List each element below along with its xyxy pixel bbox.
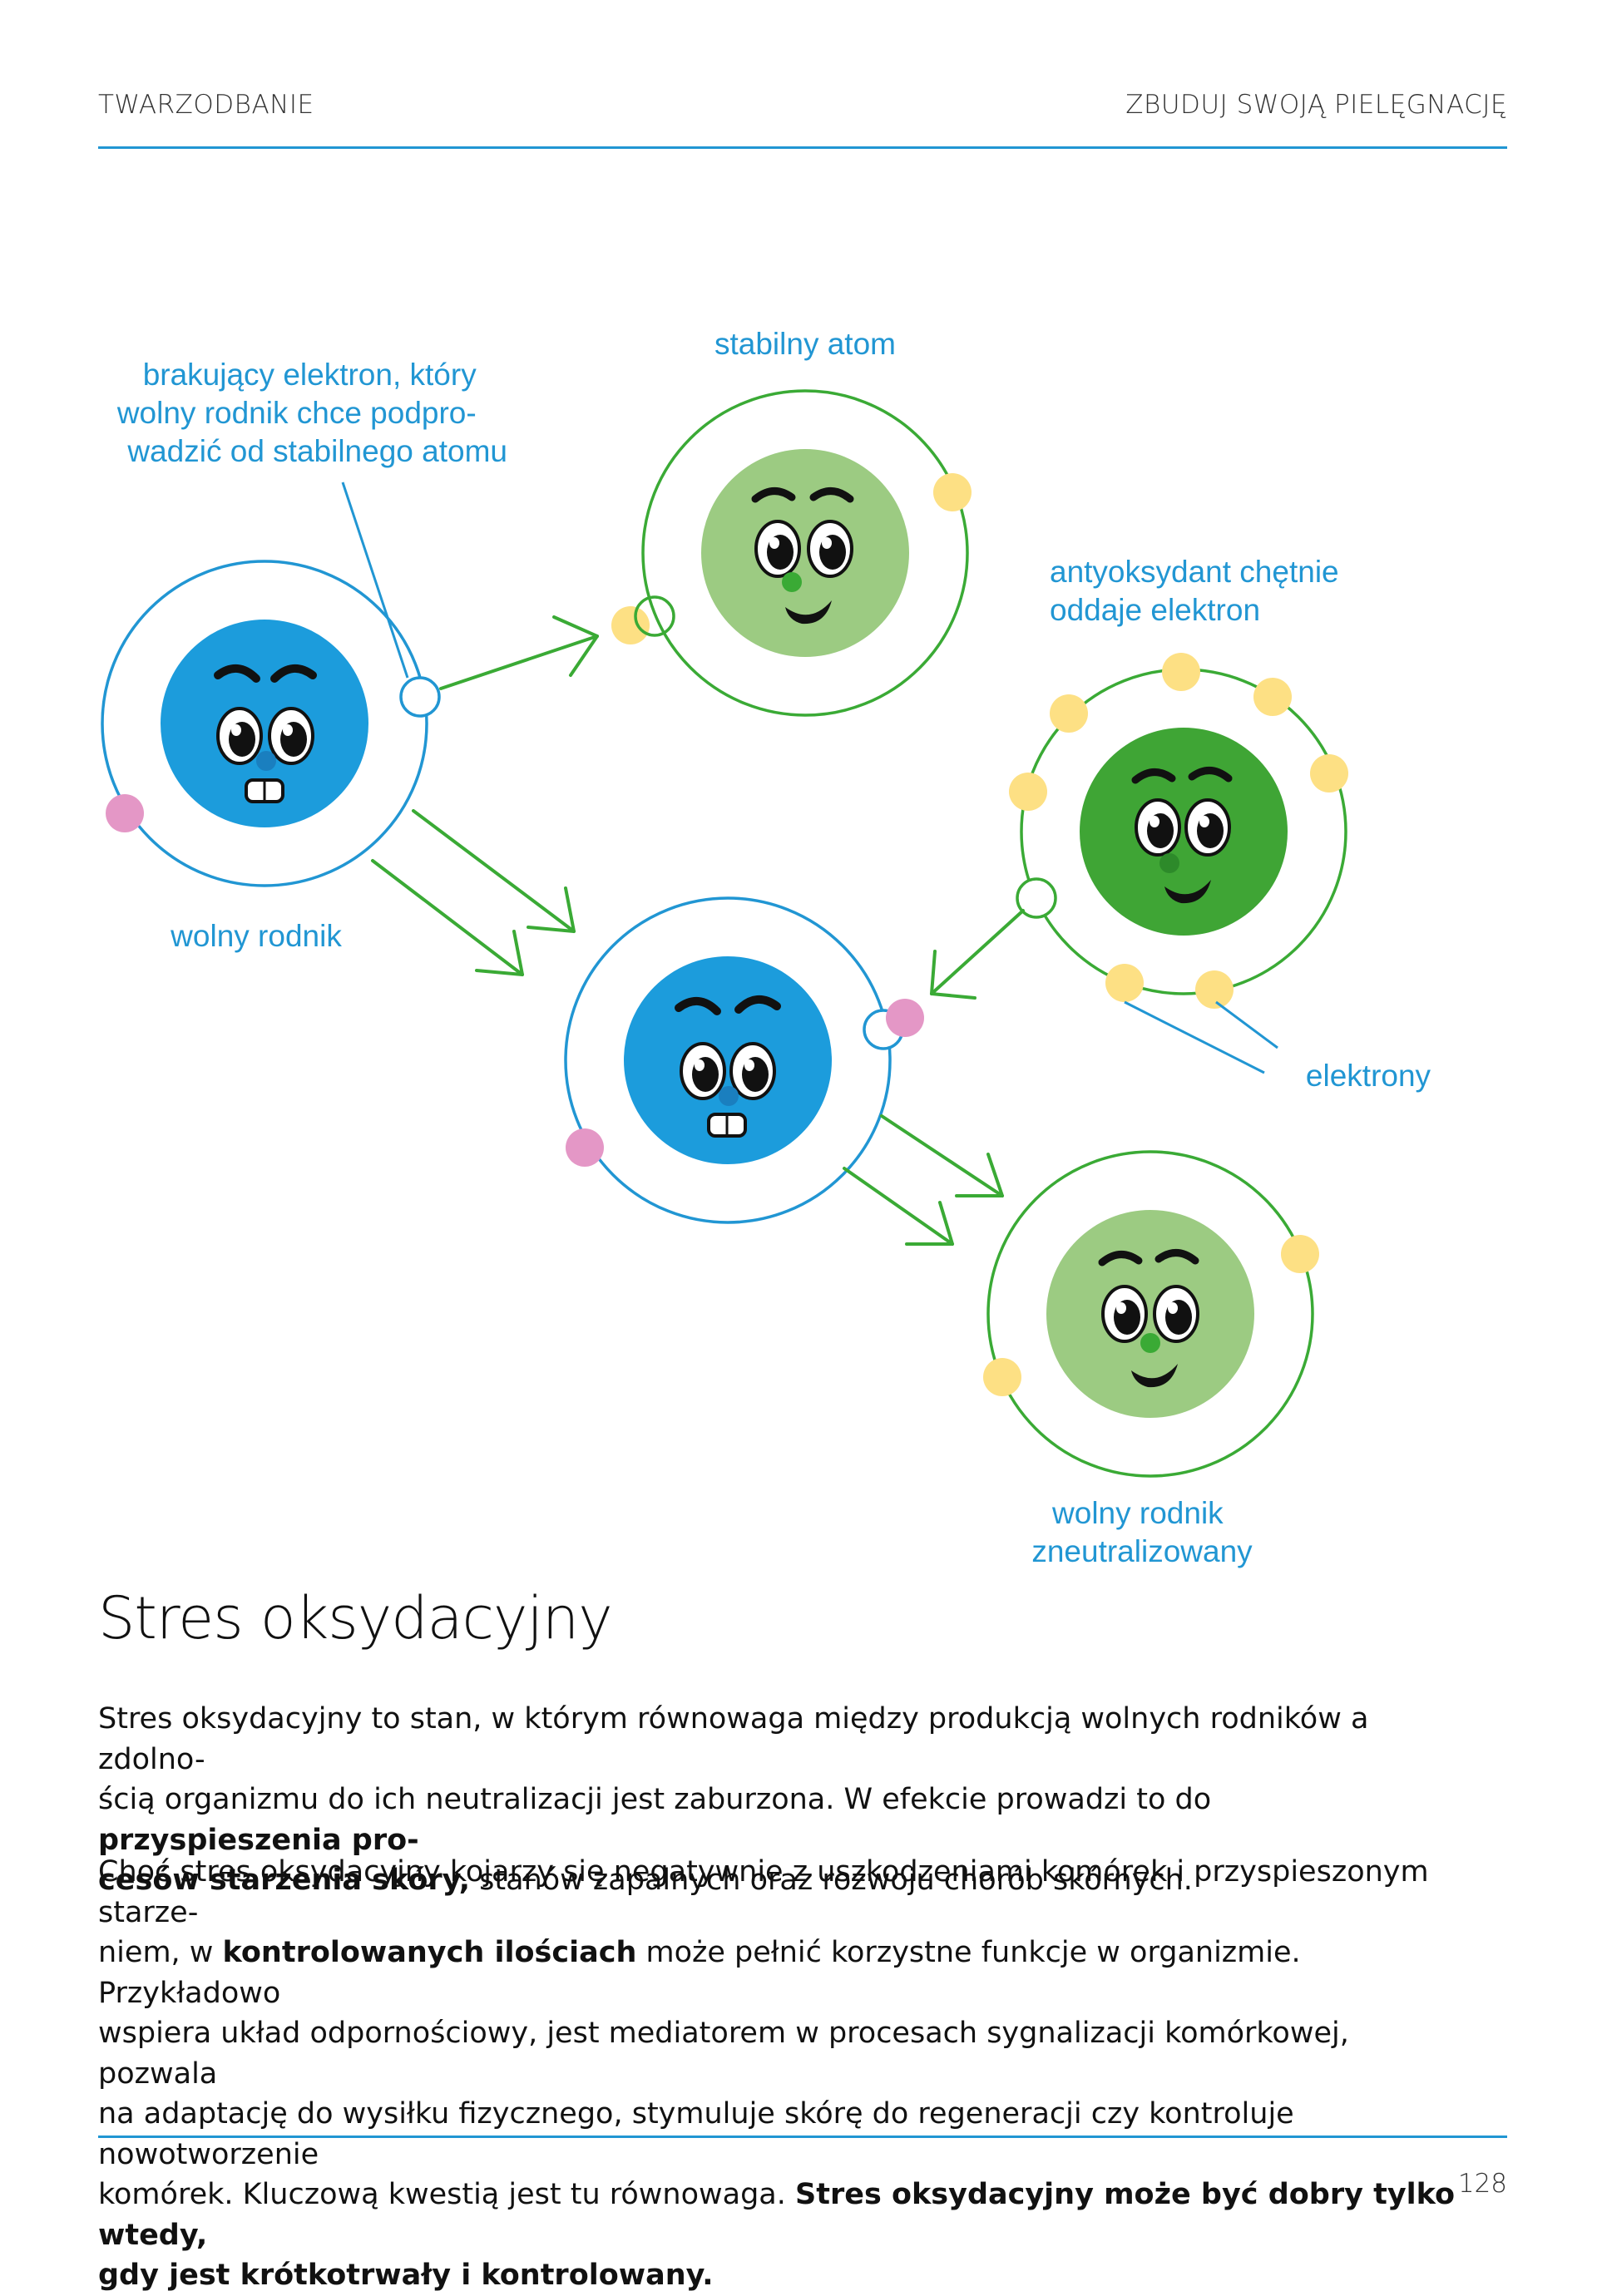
antioxidant-nucleus (1080, 728, 1288, 936)
free-radical-middle-received-electron (886, 999, 924, 1037)
free-radical-middle-electron (566, 1128, 604, 1167)
free-radical-nucleus (161, 620, 368, 827)
neutralized-electron (1281, 1235, 1319, 1273)
label-missing-electron: brakujący elektron, który wolny rodnik c… (116, 358, 507, 468)
neutralized-nucleus (1046, 1210, 1254, 1418)
antioxidant-electron (1253, 678, 1292, 716)
free-radical-middle-face (675, 995, 781, 1138)
p1-bold: przyspieszenia pro- (98, 1823, 419, 1857)
label-neutralized: wolny rodnik zneutralizowany (1031, 1496, 1253, 1568)
electron-pointer-line (1215, 1000, 1278, 1049)
label-free-radical: wolny rodnik (170, 919, 342, 953)
running-header-right: ZBUDUJ SWOJĄ PIELĘGNACJĘ (1125, 90, 1507, 120)
p2-line: niem, w (98, 1936, 223, 1969)
neutralized-face (1098, 1249, 1199, 1388)
electron-pointer-line (1124, 1000, 1265, 1074)
label-electrons: elektrony (1306, 1059, 1431, 1093)
free-radical-face (214, 664, 317, 803)
stable-atom-missing-electron (634, 595, 675, 637)
neutralized-electron (983, 1358, 1021, 1396)
neutralized-radical-atom (983, 1150, 1319, 1478)
stable-atom-electron (933, 473, 972, 511)
p2-line: komórek. Kluczową kwestią jest tu równow… (98, 2178, 796, 2211)
p2-bold: kontrolowanych ilościach (222, 1936, 637, 1969)
label-pointer-line (341, 481, 409, 679)
stable-atom-face (751, 487, 854, 625)
antioxidant-electron (1195, 970, 1234, 1009)
p1-bold: cesów starzenia skóry, (98, 1864, 471, 1897)
label-antioxidant: antyoksydant chętnie oddaje elektron (1050, 555, 1347, 627)
antioxidant-face (1131, 767, 1233, 904)
free-radical-missing-electron (399, 676, 441, 718)
p1-line: Stres oksydacyjny to stan, w którym równ… (98, 1702, 1369, 1776)
antioxidant-electron (1009, 773, 1047, 811)
running-header-left: TWARZODBANIE (98, 90, 314, 120)
footer-rule (98, 2136, 1507, 2138)
antioxidant-electron (1310, 754, 1348, 792)
stable-atom-orbit (641, 389, 969, 717)
stable-atom-electron (611, 606, 650, 644)
antioxidant-electron (1050, 694, 1088, 733)
stable-atom (611, 389, 972, 717)
paragraph-1: Stres oksydacyjny to stan, w którym równ… (98, 1699, 1462, 1901)
page-number: 128 (1457, 2169, 1507, 2199)
antioxidant-electron (1162, 653, 1200, 691)
antioxidant-donated-electron-slot (1016, 877, 1057, 919)
antioxidant-atom (1009, 653, 1348, 1009)
free-radical-diagram: brakujący elektron, który wolny rodnik c… (0, 274, 1597, 1588)
stable-atom-nucleus (701, 449, 909, 657)
p2-line: wspiera układ odpornościowy, jest mediat… (98, 2017, 1349, 2091)
p1-line: ścią organizmu do ich neutralizacji jest… (98, 1783, 1212, 1816)
header-rule (98, 146, 1507, 149)
paragraph-2: Choć stres oksydacyjny kojarzy się negat… (98, 1852, 1462, 2296)
section-heading: Stres oksydacyjny (98, 1584, 613, 1652)
free-radical-orbit (101, 560, 428, 887)
p2-bold: gdy jest krótkotrwały i kontrolowany. (98, 2259, 714, 2292)
free-radical-electron (106, 794, 144, 832)
free-radical-middle-orbit (564, 896, 892, 1224)
p1-line: stanów zapalnych oraz rozwoju chorób skó… (470, 1864, 1193, 1897)
p2-line: może pełnić korzystne funkcje w organizm… (98, 1936, 1301, 2010)
p2-bold: Stres oksydacyjny może być dobry tylko w… (98, 2178, 1456, 2252)
neutralized-orbit (986, 1150, 1314, 1478)
transfer-arrows (371, 615, 1025, 1246)
p2-line: Choć stres oksydacyjny kojarzy się negat… (98, 1855, 1429, 1929)
free-radical-atom (101, 560, 441, 887)
label-stable-atom: stabilny atom (714, 327, 896, 361)
free-radical-atom-middle (564, 896, 924, 1224)
antioxidant-electron (1105, 964, 1144, 1002)
p2-line: na adaptację do wysiłku fizycznego, stym… (98, 2097, 1294, 2171)
